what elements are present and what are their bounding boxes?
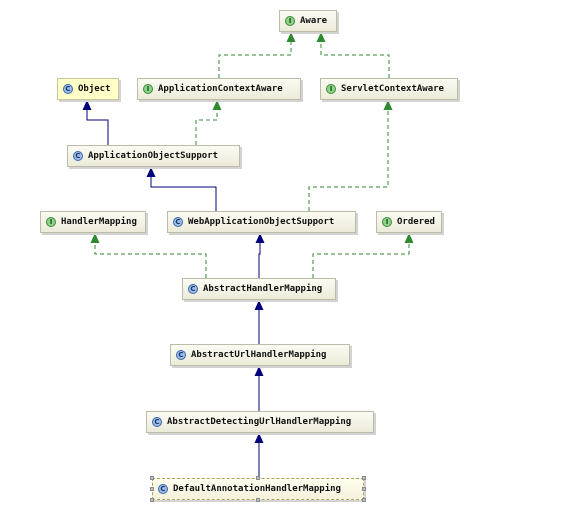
selection-handle[interactable] — [256, 476, 260, 480]
selection-handle[interactable] — [256, 498, 260, 502]
arrowhead-implements — [286, 32, 296, 42]
abstract-class-icon: C — [188, 284, 198, 294]
node-handler-mapping[interactable]: I HandlerMapping — [40, 211, 146, 233]
node-web-application-object-support[interactable]: C WebApplicationObjectSupport — [167, 211, 356, 233]
edge-implements-web-application-object-support-to-servlet-context-aware — [308, 109, 389, 211]
interface-icon: I — [285, 16, 295, 26]
selection-handle[interactable] — [150, 476, 154, 480]
selection-handle[interactable] — [150, 487, 154, 491]
node-application-object-support[interactable]: C ApplicationObjectSupport — [67, 145, 240, 167]
interface-icon: I — [143, 84, 153, 94]
abstract-class-icon: C — [173, 217, 183, 227]
abstract-class-icon: C — [176, 350, 186, 360]
arrowhead-extends — [82, 100, 92, 110]
node-abstract-handler-mapping[interactable]: C AbstractHandlerMapping — [182, 278, 336, 300]
abstract-class-icon: C — [152, 417, 162, 427]
node-label: ServletContextAware — [341, 84, 444, 94]
interface-icon: I — [382, 217, 392, 227]
selection-handle[interactable] — [150, 498, 154, 502]
interface-icon: I — [326, 84, 336, 94]
node-label: WebApplicationObjectSupport — [188, 217, 335, 227]
node-object[interactable]: C Object — [57, 78, 119, 100]
node-default-annotation-handler-mapping[interactable]: C DefaultAnnotationHandlerMapping — [152, 478, 364, 500]
node-application-context-aware[interactable]: I ApplicationContextAware — [137, 78, 301, 100]
node-servlet-context-aware[interactable]: I ServletContextAware — [320, 78, 458, 100]
selection-handle[interactable] — [362, 487, 366, 491]
node-aware[interactable]: I Aware — [279, 10, 337, 32]
arrowhead-extends — [254, 300, 264, 310]
node-label: AbstractDetectingUrlHandlerMapping — [167, 417, 352, 427]
selection-handle[interactable] — [362, 476, 366, 480]
edge-extends-application-object-support-to-object — [86, 109, 109, 145]
node-label: ApplicationContextAware — [158, 84, 283, 94]
edge-extends-web-application-object-support-to-application-object-support — [150, 176, 217, 211]
edge-implements-servlet-context-aware-to-aware — [320, 41, 390, 78]
abstract-class-icon: C — [73, 151, 83, 161]
selection-handle[interactable] — [362, 498, 366, 502]
arrowhead-implements — [90, 233, 100, 243]
edge-extends-abstract-handler-mapping-to-web-application-object-support — [258, 242, 261, 278]
arrowhead-implements — [383, 100, 393, 110]
node-label: Object — [78, 84, 111, 94]
node-label: AbstractUrlHandlerMapping — [191, 350, 327, 360]
class-icon: C — [63, 84, 73, 94]
node-abstract-detecting-url-handler-mapping[interactable]: C AbstractDetectingUrlHandlerMapping — [146, 411, 374, 433]
node-label: Aware — [300, 16, 328, 26]
node-abstract-url-handler-mapping[interactable]: C AbstractUrlHandlerMapping — [170, 344, 350, 366]
class-icon: C — [158, 484, 168, 494]
arrowhead-extends — [255, 233, 265, 243]
arrowhead-extends — [146, 167, 156, 177]
edge-implements-application-object-support-to-application-context-aware — [195, 109, 218, 145]
arrowhead-implements — [316, 32, 326, 42]
node-label: DefaultAnnotationHandlerMapping — [173, 484, 341, 494]
arrowhead-implements — [404, 233, 414, 243]
node-label: Ordered — [397, 217, 435, 227]
edge-implements-abstract-handler-mapping-to-ordered — [312, 242, 410, 278]
arrowhead-implements — [212, 100, 222, 110]
interface-icon: I — [46, 217, 56, 227]
node-label: AbstractHandlerMapping — [203, 284, 323, 294]
edge-implements-application-context-aware-to-aware — [218, 41, 292, 78]
edge-implements-abstract-handler-mapping-to-handler-mapping — [94, 242, 207, 278]
node-label: HandlerMapping — [61, 217, 137, 227]
arrowhead-extends — [254, 366, 264, 376]
node-label: ApplicationObjectSupport — [88, 151, 219, 161]
node-ordered[interactable]: I Ordered — [376, 211, 442, 233]
arrowhead-extends — [254, 433, 264, 443]
